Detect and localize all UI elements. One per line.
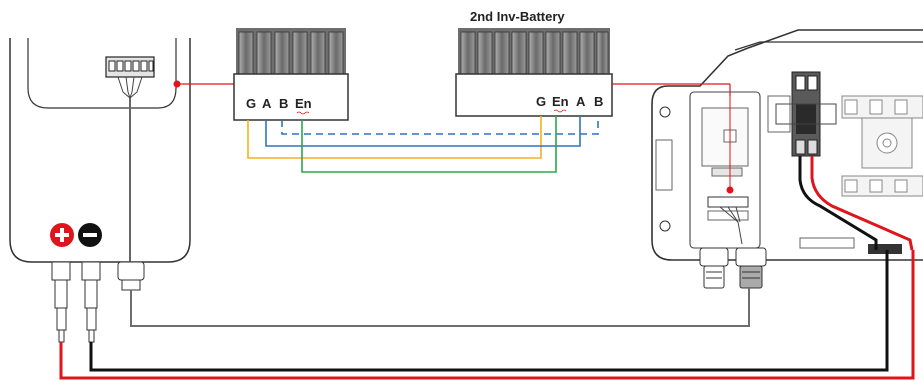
right-communication-connector xyxy=(455,28,613,117)
battery-unit xyxy=(651,29,923,289)
right-pin-label: A xyxy=(576,94,586,109)
dc-positive-connector xyxy=(51,261,71,343)
left-pin-label: G xyxy=(246,96,256,111)
b-wire-blue xyxy=(265,116,581,147)
battery-breaker xyxy=(775,71,837,157)
negative-icon xyxy=(78,223,102,247)
communication-cable-gray xyxy=(130,288,750,327)
negative-power-cable xyxy=(89,250,889,372)
battery-cable-gland-left xyxy=(699,247,729,289)
inverter-cable-gland xyxy=(117,261,145,291)
left-pin-label: A xyxy=(262,96,272,111)
right-pin-label: En xyxy=(552,94,569,109)
left-pin-label: B xyxy=(279,96,288,111)
connector-title: 2nd Inv-Battery xyxy=(470,9,565,24)
battery-callout-point xyxy=(726,186,734,194)
a-wire-dashed xyxy=(281,116,599,135)
ground-wire-yellow xyxy=(247,116,542,159)
right-pin-labels: G En A B xyxy=(536,94,603,113)
battery-positive-internal xyxy=(810,156,914,251)
dc-negative-connector xyxy=(81,261,101,343)
battery-cable-gland-right xyxy=(735,247,767,289)
en-wire-green xyxy=(301,116,557,173)
battery-terminal-mount xyxy=(767,95,923,197)
communication-wires xyxy=(247,116,599,173)
inverter-unit xyxy=(9,38,237,263)
inverter-terminal-block xyxy=(105,56,155,78)
left-pin-labels: G A B En xyxy=(246,96,312,115)
right-pin-label: B xyxy=(594,94,603,109)
right-pin-label: G xyxy=(536,94,546,109)
positive-power-cable xyxy=(59,250,915,380)
left-communication-connector xyxy=(233,28,349,121)
battery-negative-internal xyxy=(798,156,878,250)
left-pin-label: En xyxy=(295,96,312,111)
positive-icon xyxy=(50,223,74,247)
